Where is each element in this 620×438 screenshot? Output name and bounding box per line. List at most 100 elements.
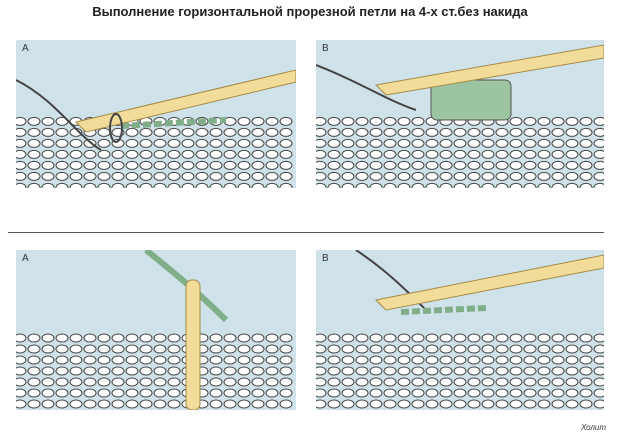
stitch [467, 138, 481, 148]
stitch [383, 355, 397, 365]
crochet-hook [374, 254, 604, 311]
stitch [509, 333, 523, 343]
stitch [397, 333, 411, 343]
stitch [523, 355, 537, 365]
stitch [97, 366, 111, 376]
stitch [481, 377, 495, 387]
stitch [481, 138, 495, 148]
panel-bottom-left: A [16, 250, 296, 410]
stitch [565, 182, 579, 188]
stitch [593, 149, 604, 159]
stitch [16, 333, 27, 343]
stitch [551, 355, 565, 365]
stitch [579, 171, 593, 181]
yarn-chain [400, 305, 487, 315]
stitch [55, 333, 69, 343]
stitch [209, 333, 223, 343]
stitch [453, 160, 467, 170]
stitch [27, 377, 41, 387]
stitch [439, 388, 453, 398]
stitch [41, 182, 55, 188]
stitch [251, 127, 265, 137]
stitch [125, 138, 139, 148]
yarn-strand [316, 64, 417, 111]
stitch [279, 127, 293, 137]
stitch [523, 171, 537, 181]
stitch [316, 171, 327, 181]
stitch [509, 399, 523, 409]
stitch [27, 182, 41, 188]
stitch [495, 149, 509, 159]
stitch [509, 388, 523, 398]
stitch [495, 377, 509, 387]
stitch [181, 149, 195, 159]
stitch [495, 160, 509, 170]
stitch [453, 333, 467, 343]
stitch [383, 160, 397, 170]
stitch [369, 182, 383, 188]
stitch [383, 366, 397, 376]
crochet-hook [185, 279, 201, 410]
stitch [523, 333, 537, 343]
stitch [397, 116, 411, 126]
stitch [69, 366, 83, 376]
stitch [341, 333, 355, 343]
stitch [425, 344, 439, 354]
stitch [153, 182, 167, 188]
stitch [223, 355, 237, 365]
stitch [425, 355, 439, 365]
stitch [369, 160, 383, 170]
stitch [55, 366, 69, 376]
stitch [125, 355, 139, 365]
stitch [55, 377, 69, 387]
stitch [425, 149, 439, 159]
stitch [341, 160, 355, 170]
stitch [327, 344, 341, 354]
stitch [453, 344, 467, 354]
stitch [125, 344, 139, 354]
stitch [265, 149, 279, 159]
stitch [111, 399, 125, 409]
stitch [139, 127, 153, 137]
stitch [369, 149, 383, 159]
stitch [16, 344, 27, 354]
stitch [579, 182, 593, 188]
stitch [316, 355, 327, 365]
stitch [16, 160, 27, 170]
stitch [139, 171, 153, 181]
stitch [139, 399, 153, 409]
stitch [579, 127, 593, 137]
stitch [565, 377, 579, 387]
stitch [237, 366, 251, 376]
stitch [41, 344, 55, 354]
stitch [425, 171, 439, 181]
stitch [523, 377, 537, 387]
stitch [41, 399, 55, 409]
panel-top-left: A [16, 40, 296, 188]
stitch [41, 388, 55, 398]
stitch [251, 366, 265, 376]
stitch [167, 160, 181, 170]
stitch [181, 160, 195, 170]
stitch [397, 127, 411, 137]
stitch [16, 116, 27, 126]
crochet-hook [75, 69, 296, 133]
stitch [181, 171, 195, 181]
stitch [565, 138, 579, 148]
stitch [237, 388, 251, 398]
stitch [411, 182, 425, 188]
stitch [425, 377, 439, 387]
stitch [41, 366, 55, 376]
stitch [411, 138, 425, 148]
stitch [69, 399, 83, 409]
stitch [551, 171, 565, 181]
stitch [125, 149, 139, 159]
stitch [537, 182, 551, 188]
stitch [467, 366, 481, 376]
stitch-rows [16, 116, 293, 188]
stitch [223, 149, 237, 159]
stitch [83, 149, 97, 159]
stitch [251, 377, 265, 387]
stitch [237, 138, 251, 148]
stitch [27, 149, 41, 159]
